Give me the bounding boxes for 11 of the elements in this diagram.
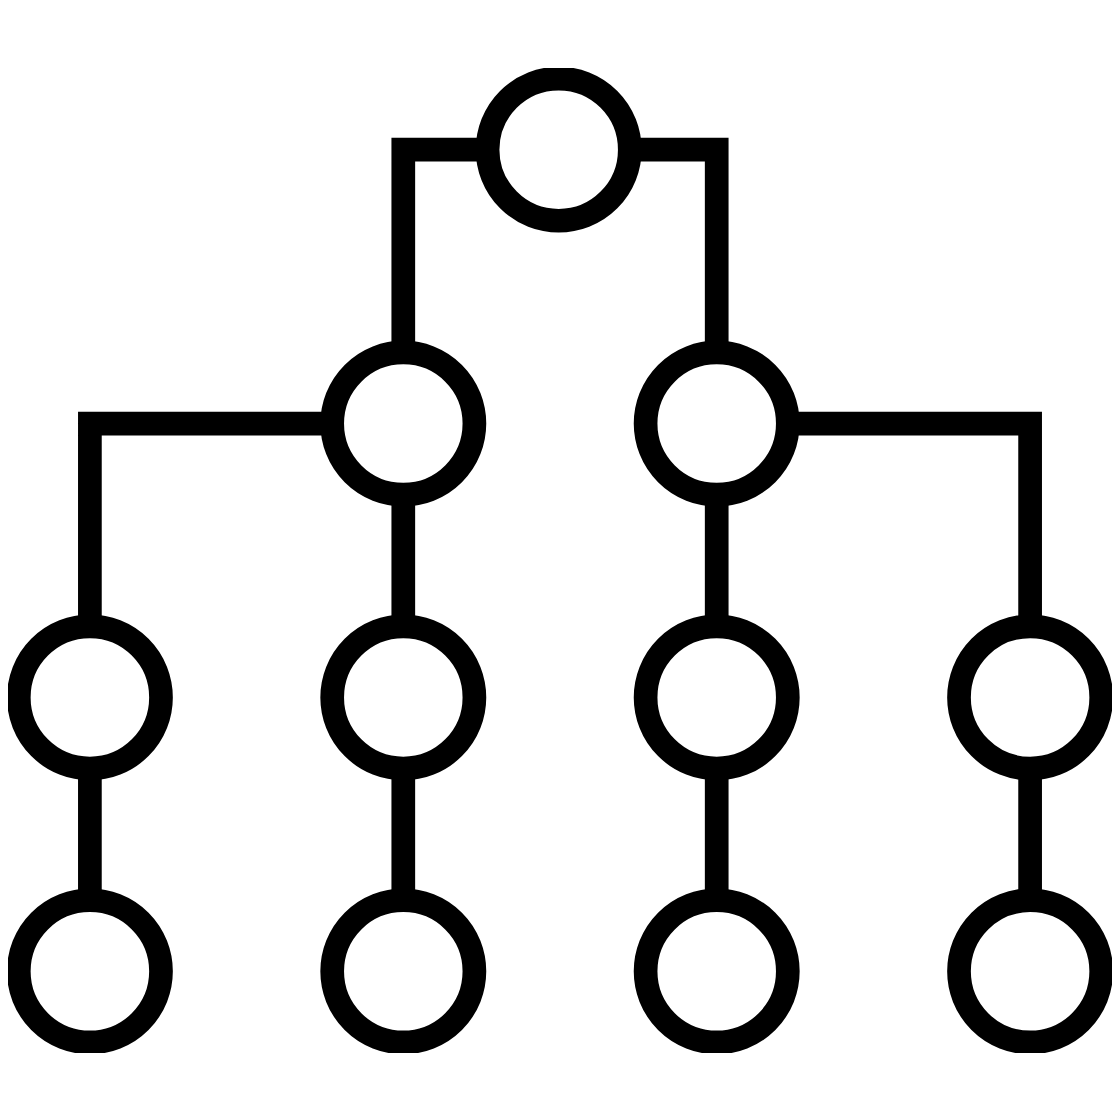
node-circle xyxy=(8,614,173,780)
node-circle xyxy=(633,614,800,780)
node-circle xyxy=(947,614,1112,780)
node-circle xyxy=(8,887,173,1053)
node-circle xyxy=(475,67,642,233)
node-circle xyxy=(947,887,1112,1053)
node-circle xyxy=(633,887,800,1053)
node-circle xyxy=(320,340,487,506)
node-circle xyxy=(633,340,800,506)
node-circle xyxy=(320,614,487,780)
node-circle xyxy=(320,887,487,1053)
